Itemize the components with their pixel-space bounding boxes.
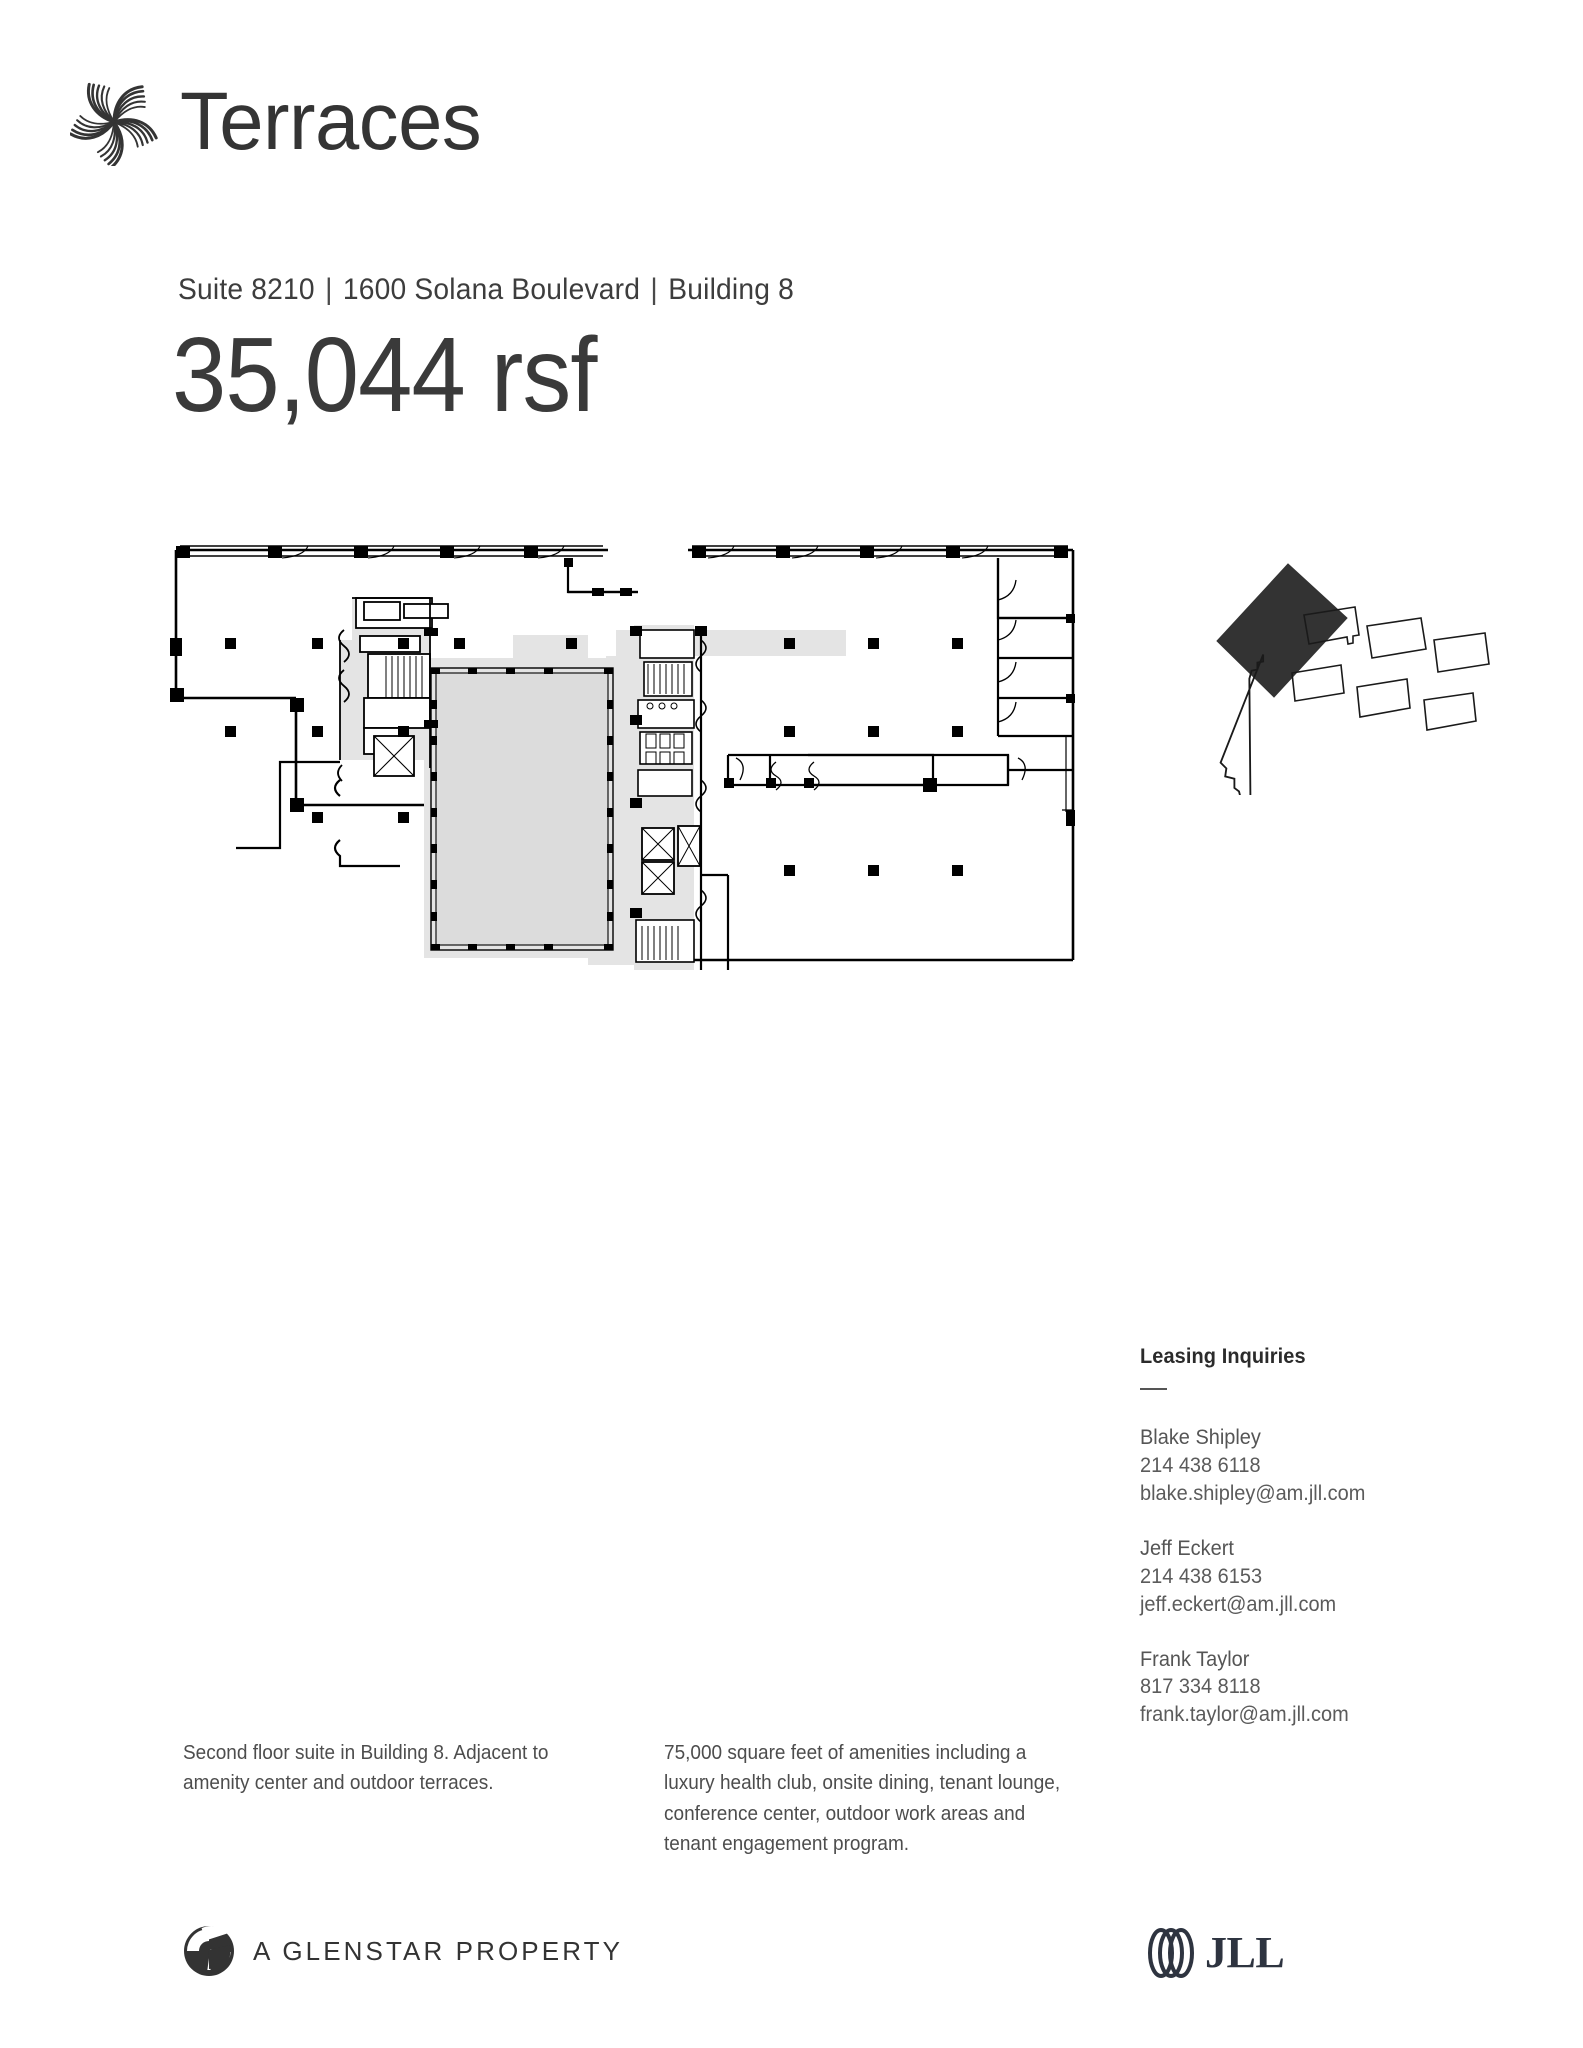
- leasing-inquiries-block: Leasing Inquiries Blake Shipley 214 438 …: [1140, 1345, 1470, 1756]
- contact-name: Jeff Eckert: [1140, 1536, 1234, 1560]
- site-key-plan: [1140, 545, 1490, 795]
- leasing-title: Leasing Inquiries: [1140, 1345, 1306, 1368]
- amenities-description: 75,000 square feet of amenities includin…: [664, 1742, 1061, 1856]
- contact-card: Jeff Eckert 214 438 6153 jeff.eckert@am.…: [1140, 1535, 1470, 1619]
- glenstar-label: A GLENSTAR PROPERTY: [253, 1935, 624, 1966]
- glenstar-circle-icon: [183, 1925, 235, 1977]
- contact-name: Blake Shipley: [1140, 1426, 1261, 1449]
- contact-card: Blake Shipley 214 438 6118 blake.shipley…: [1140, 1424, 1470, 1508]
- contact-card: Frank Taylor 817 334 8118 frank.taylor@a…: [1140, 1646, 1470, 1730]
- contact-email[interactable]: jeff.eckert@am.jll.com: [1140, 1592, 1337, 1616]
- subline-separator-1: |: [325, 273, 333, 306]
- floor-plan: [168, 540, 1108, 970]
- jll-lockup: JLL: [1143, 1927, 1285, 1979]
- suite-number: Suite 8210: [178, 273, 315, 306]
- glenstar-lockup: A GLENSTAR PROPERTY: [183, 1925, 623, 1977]
- street-address: 1600 Solana Boulevard: [342, 273, 641, 306]
- contact-phone[interactable]: 817 334 8118: [1140, 1675, 1261, 1699]
- wedge-building: [1219, 654, 1265, 795]
- building-number: Building 8: [668, 273, 795, 306]
- subline-separator-2: |: [650, 273, 658, 306]
- brand-name: Terraces: [180, 76, 482, 167]
- contact-email[interactable]: frank.taylor@am.jll.com: [1140, 1703, 1349, 1727]
- contact-name: Frank Taylor: [1140, 1647, 1250, 1671]
- contact-phone[interactable]: 214 438 6153: [1140, 1564, 1263, 1588]
- terraces-swirl-icon: [66, 78, 159, 171]
- jll-label: JLL: [1205, 1928, 1285, 1977]
- highlighted-building: [1216, 563, 1348, 698]
- jll-rings-icon: [1143, 1927, 1199, 1979]
- contact-phone[interactable]: 214 438 6118: [1140, 1453, 1261, 1477]
- suite-description: Second floor suite in Building 8. Adjace…: [183, 1742, 549, 1795]
- rentable-area: 35,044 rsf: [172, 316, 597, 434]
- brand-lockup: Terraces: [66, 76, 490, 171]
- property-subline: Suite 8210 | 1600 Solana Boulevard | Buildin…: [178, 273, 794, 307]
- leasing-divider: [1140, 1388, 1167, 1390]
- contact-email[interactable]: blake.shipley@am.jll.com: [1140, 1481, 1366, 1505]
